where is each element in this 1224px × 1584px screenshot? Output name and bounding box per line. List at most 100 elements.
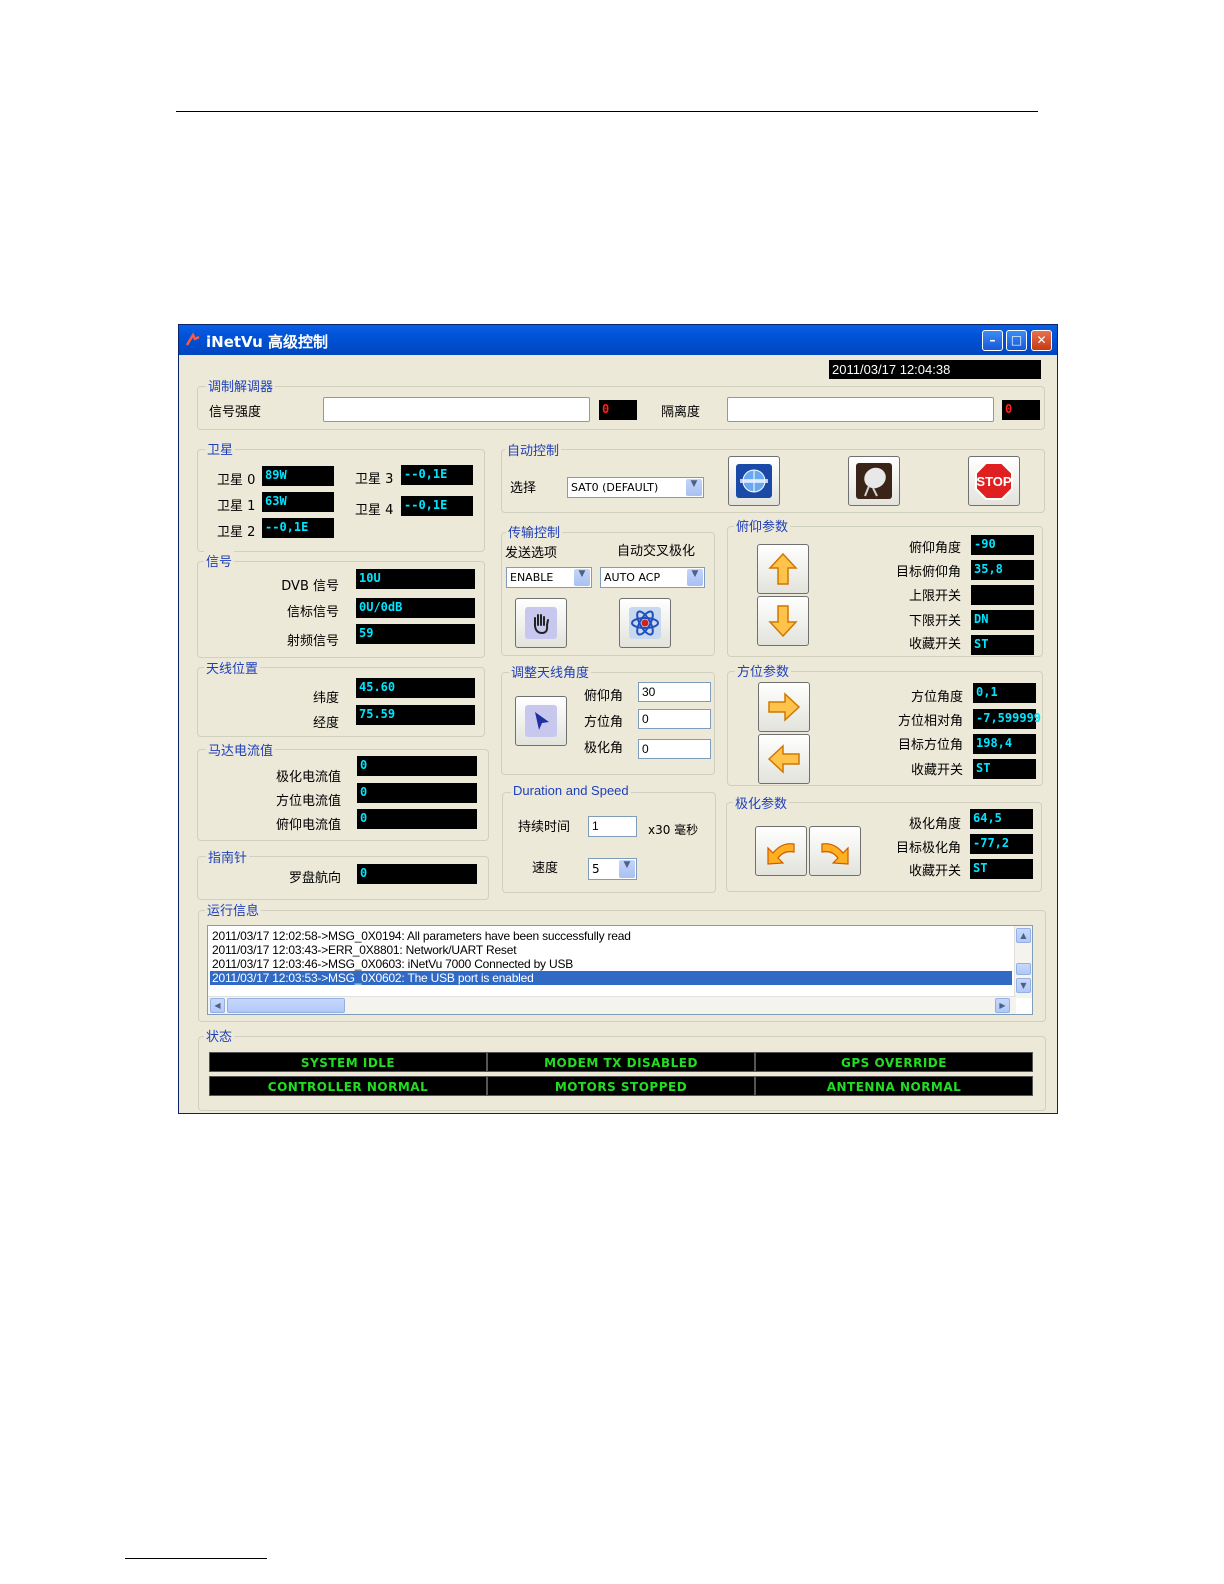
adjust-polarization-label: 极化角 bbox=[584, 741, 624, 756]
window-title: iNetVu 高级控制 bbox=[206, 333, 329, 351]
atom-button[interactable] bbox=[619, 598, 671, 648]
scroll-thumb[interactable] bbox=[1016, 963, 1031, 975]
rf-signal-value: 59 bbox=[356, 624, 475, 644]
send-option-select[interactable]: ENABLE ▼ bbox=[506, 567, 592, 588]
run-info-log[interactable]: 2011/03/17 12:02:58->MSG_0X0194: All par… bbox=[207, 925, 1033, 1015]
motor-current-group bbox=[197, 749, 489, 841]
adjust-azimuth-input[interactable]: 0 bbox=[638, 709, 711, 729]
stop-button[interactable]: STOP bbox=[968, 456, 1020, 506]
adjust-elevation-input[interactable]: 30 bbox=[638, 682, 711, 702]
signal-strength-bar bbox=[323, 397, 590, 422]
satellite-dish-button[interactable] bbox=[848, 456, 900, 506]
scroll-left-icon[interactable]: ◀ bbox=[210, 998, 225, 1013]
status-cell: MOTORS STOPPED bbox=[487, 1076, 755, 1096]
elevation-down-button[interactable] bbox=[757, 596, 809, 646]
satellite-3-label: 卫星 3 bbox=[355, 472, 394, 487]
compass-heading-value: 0 bbox=[357, 864, 477, 884]
log-horizontal-scrollbar[interactable]: ◀ ▶ bbox=[208, 996, 1016, 1014]
upper-limit-label: 上限开关 bbox=[908, 589, 961, 604]
chevron-down-icon[interactable]: ▼ bbox=[574, 569, 590, 586]
elevation-angle-value: -90 bbox=[971, 535, 1034, 555]
run-info-group bbox=[198, 910, 1046, 1022]
el-current-label: 俯仰电流值 bbox=[275, 818, 341, 833]
chevron-down-icon[interactable]: ▼ bbox=[686, 479, 702, 496]
satellite-select[interactable]: SAT0 (DEFAULT) ▼ bbox=[567, 477, 704, 498]
azimuth-left-button[interactable] bbox=[758, 734, 810, 784]
transmit-control-group bbox=[501, 532, 715, 656]
modem-group bbox=[197, 386, 1045, 430]
arrow-up-icon bbox=[768, 552, 798, 585]
page-top-rule bbox=[176, 111, 1038, 112]
cursor-button[interactable] bbox=[515, 696, 567, 746]
status-cell: ANTENNA NORMAL bbox=[755, 1076, 1033, 1096]
rf-signal-label: 射频信号 bbox=[286, 634, 339, 649]
chevron-down-icon[interactable]: ▼ bbox=[619, 860, 635, 878]
send-option-label: 发送选项 bbox=[505, 546, 558, 561]
send-option-value: ENABLE bbox=[510, 571, 554, 584]
close-button[interactable]: ✕ bbox=[1031, 330, 1052, 351]
signal-strength-label: 信号强度 bbox=[209, 405, 262, 420]
title-bar[interactable]: iNetVu 高级控制 – □ ✕ bbox=[179, 325, 1057, 355]
log-vertical-scrollbar[interactable]: ▲ ▼ bbox=[1014, 926, 1032, 998]
modem-group-title: 调制解调器 bbox=[206, 376, 276, 395]
duration-speed-group-title: Duration and Speed bbox=[511, 783, 631, 798]
scroll-up-icon[interactable]: ▲ bbox=[1016, 928, 1031, 943]
azimuth-angle-value: 0,1 bbox=[973, 683, 1036, 703]
duration-input[interactable]: 1 bbox=[588, 816, 637, 837]
scroll-down-icon[interactable]: ▼ bbox=[1016, 978, 1031, 993]
latitude-label: 纬度 bbox=[312, 691, 339, 706]
azimuth-group-title: 方位参数 bbox=[735, 661, 792, 680]
polarization-cw-button[interactable] bbox=[809, 826, 861, 876]
longitude-value: 75.59 bbox=[356, 705, 475, 725]
chevron-down-icon[interactable]: ▼ bbox=[687, 569, 703, 586]
log-line[interactable]: 2011/03/17 12:03:46->MSG_0X0603: iNetVu … bbox=[212, 957, 574, 971]
datetime-display: 2011/03/17 12:04:38 bbox=[829, 360, 1041, 379]
signal-strength-value: 0 bbox=[599, 400, 637, 420]
scroll-right-icon[interactable]: ▶ bbox=[995, 998, 1010, 1013]
run-info-group-title: 运行信息 bbox=[205, 900, 262, 919]
compass-heading-label: 罗盘航向 bbox=[288, 871, 341, 886]
log-line-selected[interactable]: 2011/03/17 12:03:53->MSG_0X0602: The USB… bbox=[210, 971, 1012, 985]
isolation-bar bbox=[727, 397, 994, 422]
status-cell: GPS OVERRIDE bbox=[755, 1052, 1033, 1072]
log-line[interactable]: 2011/03/17 12:03:43->ERR_0X8801: Network… bbox=[212, 943, 517, 957]
cross-pol-value: AUTO ACP bbox=[604, 571, 661, 584]
antenna-position-group-title: 天线位置 bbox=[204, 658, 261, 677]
elevation-stow-value: ST bbox=[971, 635, 1034, 655]
target-polarization-label: 目标极化角 bbox=[895, 841, 961, 856]
satellite-0-label: 卫星 0 bbox=[217, 473, 256, 488]
polarization-stow-value: ST bbox=[970, 859, 1033, 879]
cross-pol-select[interactable]: AUTO ACP ▼ bbox=[600, 567, 705, 588]
adjust-elevation-label: 俯仰角 bbox=[584, 689, 624, 704]
arrow-right-icon bbox=[768, 692, 801, 722]
pol-current-label: 极化电流值 bbox=[275, 770, 341, 785]
scroll-thumb[interactable] bbox=[227, 998, 345, 1013]
polarization-angle-label: 极化角度 bbox=[908, 817, 961, 832]
cursor-arrow-icon bbox=[525, 705, 557, 737]
longitude-label: 经度 bbox=[312, 716, 339, 731]
adjust-polarization-input[interactable]: 0 bbox=[638, 739, 711, 759]
polarization-ccw-button[interactable] bbox=[755, 826, 807, 876]
satellite-dish-icon bbox=[856, 463, 892, 499]
speed-select[interactable]: 5 ▼ bbox=[588, 858, 637, 880]
azimuth-right-button[interactable] bbox=[758, 682, 810, 732]
minimize-button[interactable]: – bbox=[982, 330, 1003, 351]
transmit-control-group-title: 传输控制 bbox=[506, 522, 563, 541]
globe-search-button[interactable] bbox=[728, 456, 780, 506]
log-line[interactable]: 2011/03/17 12:02:58->MSG_0X0194: All par… bbox=[212, 929, 631, 943]
beacon-signal-value: 0U/0dB bbox=[356, 598, 475, 618]
hand-button[interactable] bbox=[515, 598, 567, 648]
globe-search-icon bbox=[736, 464, 772, 498]
elevation-angle-label: 俯仰角度 bbox=[908, 541, 961, 556]
duration-label: 持续时间 bbox=[518, 820, 571, 835]
select-label: 选择 bbox=[510, 481, 537, 496]
maximize-button[interactable]: □ bbox=[1006, 330, 1027, 351]
polarization-group bbox=[726, 802, 1042, 892]
stop-sign-text: STOP bbox=[976, 474, 1011, 489]
az-current-label: 方位电流值 bbox=[275, 794, 341, 809]
signal-group-title: 信号 bbox=[204, 551, 235, 570]
satellite-2-label: 卫星 2 bbox=[217, 525, 256, 540]
satellite-1-label: 卫星 1 bbox=[217, 499, 256, 514]
duration-unit: x30 毫秒 bbox=[648, 823, 699, 837]
elevation-up-button[interactable] bbox=[757, 544, 809, 594]
